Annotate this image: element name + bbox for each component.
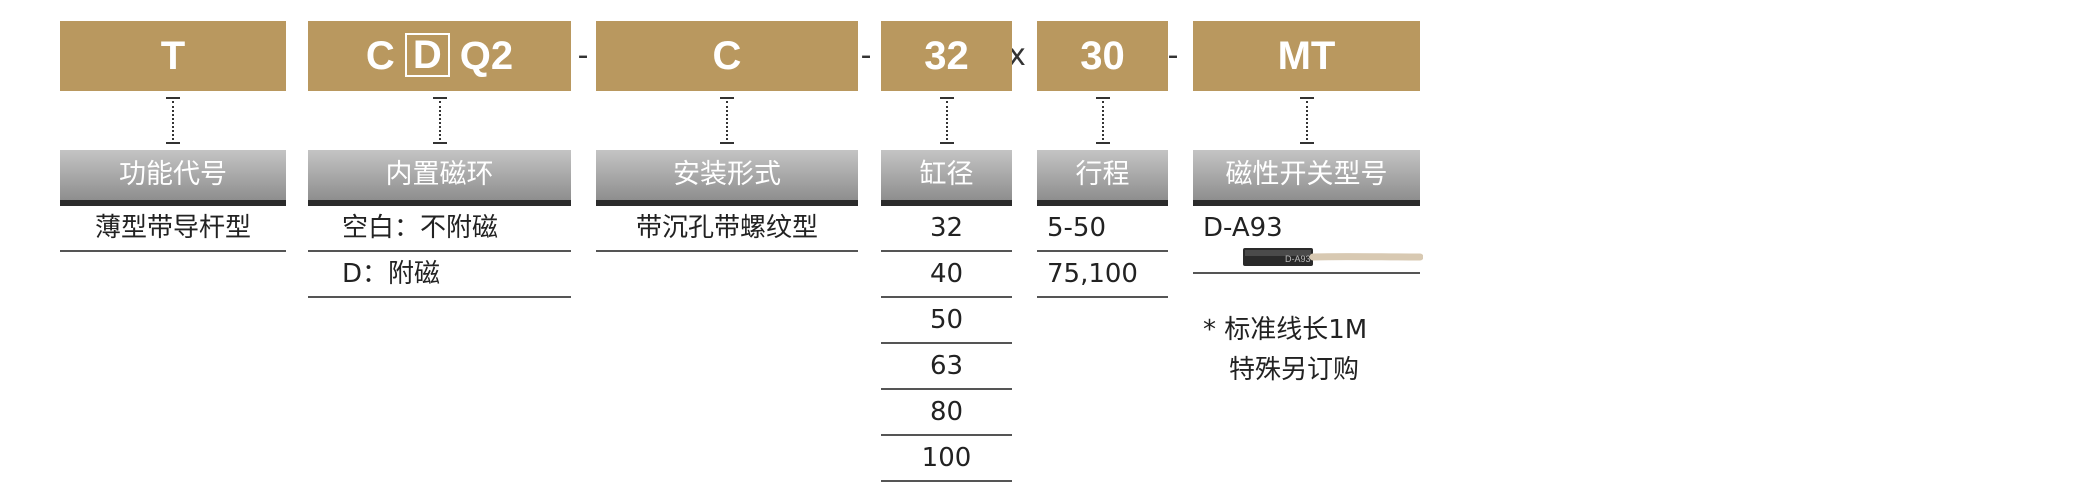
option-row: 100 [881, 436, 1012, 482]
option-list: 薄型带导杆型 [60, 206, 286, 252]
separator-3: x [1008, 38, 1026, 73]
dotted-connector [432, 97, 447, 144]
cable-length-note: * 标准线长1M 特殊另订购 [1203, 310, 1367, 390]
code-box: 32 [881, 21, 1012, 91]
option-list: D-A93 D-A93 [1193, 206, 1423, 274]
option-row: 带沉孔带螺纹型 [596, 206, 858, 252]
option-row: 50 [881, 298, 1012, 344]
note-line: 特殊另订购 [1229, 355, 1360, 385]
option-list: 带沉孔带螺纹型 [596, 206, 858, 252]
dotted-connector [1299, 97, 1314, 144]
separator-2: - [860, 38, 872, 73]
column-mounting: C 安装形式 带沉孔带螺纹型 [596, 0, 858, 500]
column-stroke: 30 行程 5-50 75,100 [1037, 0, 1168, 500]
dotted-connector [939, 97, 954, 144]
category-rule [1193, 200, 1420, 206]
separator-1: - [577, 38, 589, 73]
column-function-code: T 功能代号 薄型带导杆型 [60, 0, 286, 500]
option-row: 32 [881, 206, 1012, 252]
category-label: 功能代号 [60, 150, 286, 200]
category-label: 安装形式 [596, 150, 858, 200]
note-line: * 标准线长1M [1203, 315, 1368, 345]
code-box: T [60, 21, 286, 91]
category-rule [308, 200, 571, 206]
dotted-connector [1095, 97, 1110, 144]
code-box: MT [1193, 21, 1420, 91]
option-row: D-A93 D-A93 [1193, 206, 1423, 274]
code-boxed-option: D [404, 33, 450, 77]
code-suffix: Q2 [459, 34, 514, 78]
category-rule [881, 200, 1012, 206]
code-box: 30 [1037, 21, 1168, 91]
code-box: C [596, 21, 858, 91]
category-rule [60, 200, 286, 206]
option-row: 5-50 [1037, 206, 1168, 252]
column-bore: 32 缸径 32 40 50 63 80 100 [881, 0, 1012, 500]
category-label: 内置磁环 [308, 150, 571, 200]
dotted-connector [720, 97, 734, 144]
separator-4: - [1167, 38, 1179, 73]
option-row: 75,100 [1037, 252, 1168, 298]
option-list: 空白：不附磁 D：附磁 [308, 206, 571, 298]
option-label: D-A93 [1203, 213, 1283, 243]
option-row: 40 [881, 252, 1012, 298]
category-label: 磁性开关型号 [1193, 150, 1420, 200]
category-rule [596, 200, 858, 206]
magnetic-switch-icon: D-A93 [1243, 248, 1423, 266]
column-switch-model: MT 磁性开关型号 D-A93 D-A93 * 标准线长1M 特殊另订购 [1193, 0, 1423, 500]
option-list: 32 40 50 63 80 100 [881, 206, 1012, 482]
svg-text:D-A93: D-A93 [1285, 254, 1311, 264]
option-row: 80 [881, 390, 1012, 436]
option-row: D：附磁 [308, 252, 571, 298]
option-row: 63 [881, 344, 1012, 390]
category-rule [1037, 200, 1168, 206]
category-label: 缸径 [881, 150, 1012, 200]
option-row: 空白：不附磁 [308, 206, 571, 252]
option-row: 薄型带导杆型 [60, 206, 286, 252]
dotted-connector [166, 97, 180, 144]
category-label: 行程 [1037, 150, 1168, 200]
option-list: 5-50 75,100 [1037, 206, 1168, 298]
code-prefix: C [365, 34, 395, 78]
